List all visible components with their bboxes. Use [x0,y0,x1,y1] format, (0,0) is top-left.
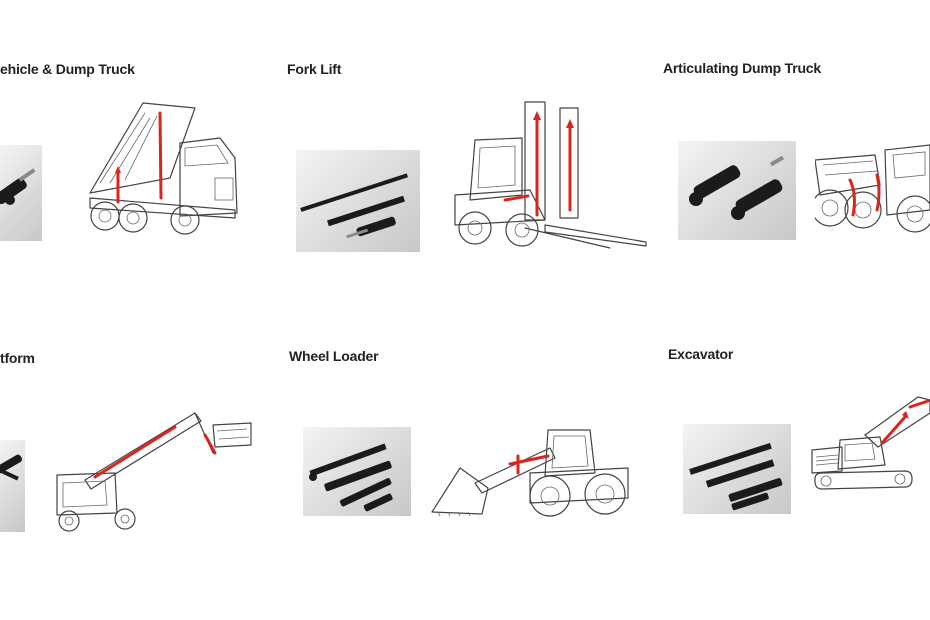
forklift-illustration [450,100,648,250]
dump-truck-illustration [85,98,245,236]
cylinder-photo-fork-lift [296,150,420,252]
wheel-loader-illustration [430,428,630,520]
cylinder-photo-platform [0,440,25,532]
aerial-platform-illustration [55,405,255,533]
section-title-wheel-loader: Wheel Loader [289,348,379,364]
section-title-dump-truck: ehicle & Dump Truck [0,61,135,77]
cylinder-photo-excavator [683,424,791,514]
cylinder-photo-dump-truck [0,145,42,241]
section-title-platform: tform [0,350,35,366]
section-title-articulating-dump-truck: Articulating Dump Truck [663,60,821,76]
section-title-fork-lift: Fork Lift [287,61,342,77]
articulating-dump-truck-illustration [815,140,930,240]
cylinder-photo-wheel-loader [303,427,411,516]
excavator-illustration [810,395,930,500]
cylinder-photo-articulating-dump-truck [678,141,796,240]
section-title-excavator: Excavator [668,346,734,362]
